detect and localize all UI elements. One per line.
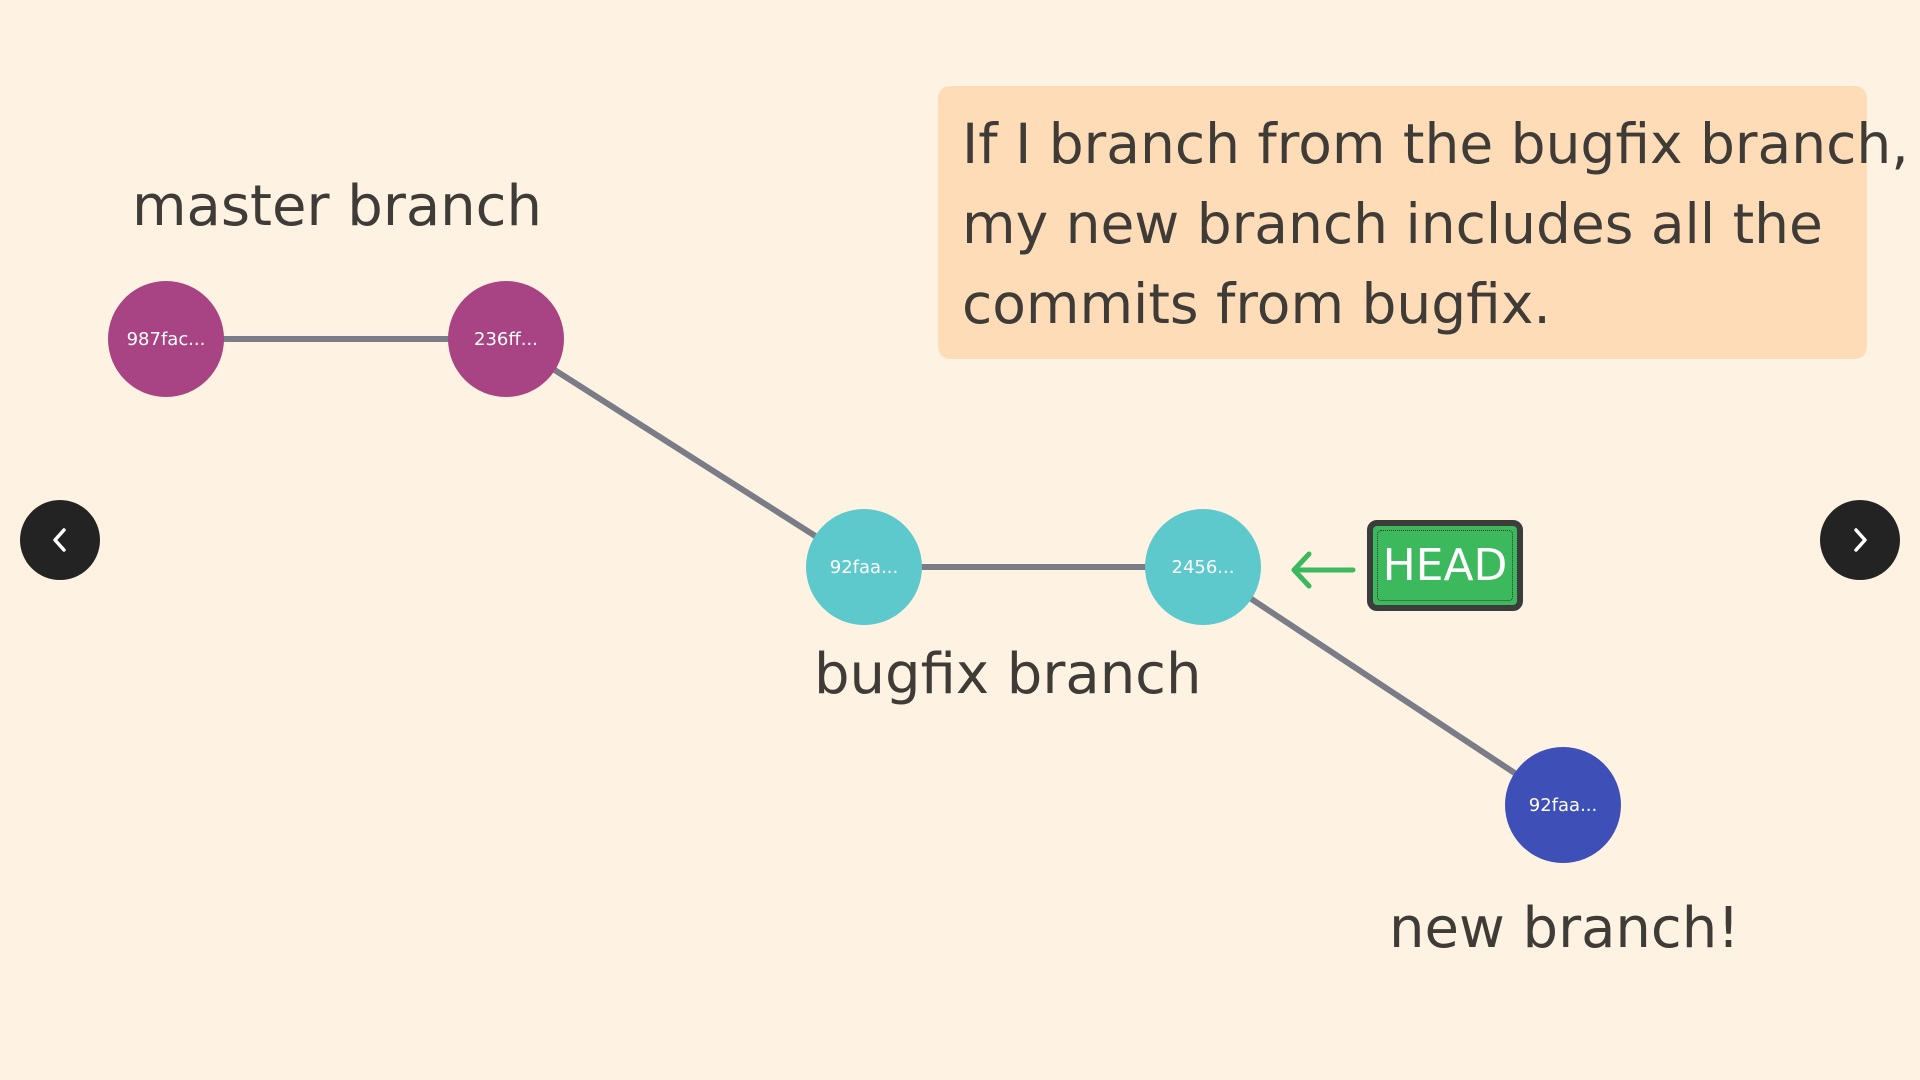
commit-circle xyxy=(806,509,922,625)
commit-circle xyxy=(448,281,564,397)
commit-hash: 92faa... xyxy=(830,557,898,578)
next-slide-button[interactable] xyxy=(1820,500,1900,580)
master-branch-label: master branch xyxy=(132,174,542,239)
commit-hash: 236ff... xyxy=(474,329,538,350)
commit-node: 92faa... xyxy=(806,509,922,625)
commit-node: 2456... xyxy=(1145,509,1261,625)
head-pointer-badge: HEAD xyxy=(1367,520,1523,611)
callout-line: If I branch from the bugfix branch, xyxy=(962,112,1909,176)
commit-circle xyxy=(1505,747,1621,863)
commit-node: 92faa... xyxy=(1505,747,1621,863)
commit-circle xyxy=(108,281,224,397)
commit-circle xyxy=(1145,509,1261,625)
head-label: HEAD xyxy=(1377,530,1513,601)
bugfix-branch-label: bugfix branch xyxy=(814,642,1202,707)
commit-hash: 92faa... xyxy=(1529,795,1597,816)
commit-edge xyxy=(1201,564,1565,808)
chevron-right-icon xyxy=(1854,528,1867,552)
arrow-left-icon xyxy=(1291,551,1356,589)
callout-line: commits from bugfix. xyxy=(962,272,1551,336)
commit-node: 236ff... xyxy=(448,281,564,397)
commit-edge xyxy=(504,336,866,570)
commit-hash: 2456... xyxy=(1172,557,1235,578)
prev-slide-button[interactable] xyxy=(20,500,100,580)
commit-hash: 987fac... xyxy=(127,329,206,350)
callout-line: my new branch includes all the xyxy=(962,192,1823,256)
commit-node: 987fac... xyxy=(108,281,224,397)
new-branch-label: new branch! xyxy=(1389,896,1740,961)
explanation-callout: If I branch from the bugfix branch, my n… xyxy=(938,86,1909,359)
chevron-left-icon xyxy=(53,528,66,552)
